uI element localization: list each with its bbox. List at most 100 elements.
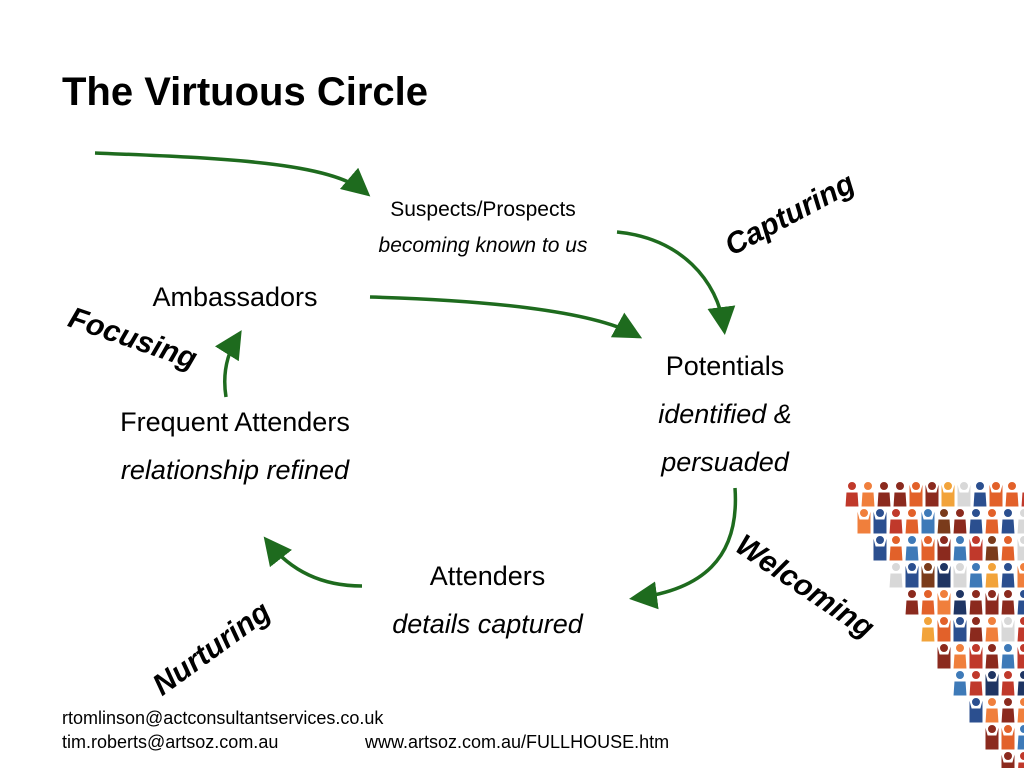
crowd-figure — [892, 481, 908, 508]
crowd-figure — [1016, 589, 1024, 616]
crowd-figure — [968, 696, 984, 724]
crowd-figure — [1016, 561, 1024, 589]
crowd-figure — [972, 481, 988, 508]
crowd-figure — [1016, 724, 1024, 751]
arrow-ambassadors-to-potentials — [369, 295, 643, 339]
crowd-figure — [984, 616, 1000, 643]
crowd-figure — [1016, 534, 1024, 562]
crowd-figure — [936, 588, 952, 616]
crowd-figure — [1000, 508, 1016, 535]
crowd-figure — [908, 480, 924, 508]
arrow-capturing — [616, 230, 736, 335]
crowd-figure — [952, 643, 968, 670]
crowd-figure — [1017, 751, 1024, 768]
crowd-figure — [904, 589, 920, 616]
footer-email-1: rtomlinson@actconsultantservices.co.uk — [62, 708, 384, 728]
crowd-figure — [940, 480, 956, 508]
crowd-figure — [1000, 535, 1016, 562]
crowd-figure — [968, 589, 984, 616]
crowd-figure — [920, 561, 936, 589]
node-suspects-label: Suspects/Prospects — [390, 198, 576, 221]
crowd-figure — [952, 561, 968, 589]
crowd-figure — [936, 534, 952, 562]
node-frequent-attenders: Frequent Attenders relationship refined — [80, 398, 390, 494]
crowd-figure — [936, 561, 952, 589]
node-attenders: Attenders details captured — [355, 552, 620, 648]
crowd-figure — [952, 508, 968, 535]
crowd-figure — [1016, 642, 1024, 670]
crowd-figure — [1000, 697, 1016, 724]
node-potentials-label: Potentials — [665, 351, 785, 381]
node-potentials: Potentials identified & persuaded — [620, 342, 830, 486]
crowd-figure — [904, 508, 920, 535]
crowd-figure — [1016, 697, 1024, 724]
node-attenders-detail: details captured — [392, 609, 583, 639]
crowd-figure — [936, 615, 952, 643]
node-ambassadors: Ambassadors — [152, 282, 318, 312]
arrow-nurturing — [263, 536, 363, 588]
crowd-figure — [844, 481, 860, 508]
crowd-figure — [984, 588, 1000, 616]
crowd-figure — [920, 507, 936, 535]
crowd-figure — [1004, 481, 1020, 508]
crowd-figure — [904, 535, 920, 562]
crowd-figure — [968, 670, 984, 697]
crowd-figure — [968, 562, 984, 589]
crowd-figure — [888, 535, 904, 562]
crowd-figure — [920, 534, 936, 562]
crowd-figure — [1016, 670, 1024, 697]
crowd-figure — [1000, 562, 1016, 589]
crowd-figure — [936, 508, 952, 535]
node-frequent-detail: relationship refined — [120, 455, 350, 485]
node-suspects-detail: becoming known to us — [378, 234, 588, 257]
crowd-figure — [904, 561, 920, 589]
node-attenders-label: Attenders — [429, 561, 546, 591]
crowd-figure — [968, 616, 984, 643]
crowd-figure — [984, 669, 1000, 697]
node-potentials-detail-2: persuaded — [661, 447, 789, 477]
node-suspects: Suspects/Prospects becoming known to us — [352, 198, 614, 258]
node-potentials-detail-1: identified & — [658, 399, 792, 429]
arrow-entry — [94, 151, 371, 197]
crowd-figure — [1000, 670, 1016, 697]
crowd-figure — [984, 535, 1000, 562]
crowd-figure — [952, 615, 968, 643]
crowd-figure — [1000, 723, 1016, 751]
crowd-figure — [872, 507, 888, 535]
crowd-figure — [968, 534, 984, 562]
crowd-figure — [872, 534, 888, 562]
node-frequent-label: Frequent Attenders — [120, 407, 350, 437]
crowd-figure — [924, 480, 940, 508]
arrow-focusing — [215, 330, 242, 398]
crowd-figure — [968, 642, 984, 670]
crowd-figure — [1016, 616, 1024, 643]
footer-url: www.artsoz.com.au/FULLHOUSE.htm — [365, 732, 670, 752]
crowd-figure — [984, 562, 1000, 589]
crowd-figure — [1016, 508, 1024, 535]
crowd-figure — [984, 697, 1000, 724]
crowd-figure — [1000, 750, 1016, 768]
crowd-figure — [952, 589, 968, 616]
crowd-illustration — [844, 480, 1024, 768]
crowd-figure — [1000, 589, 1016, 616]
crowd-figure — [888, 508, 904, 535]
crowd-figure — [876, 481, 892, 508]
crowd-figure — [856, 507, 872, 535]
crowd-figure — [984, 723, 1000, 751]
crowd-figure — [952, 535, 968, 562]
crowd-figure — [936, 642, 952, 670]
crowd-figure — [968, 508, 984, 535]
crowd-figure — [888, 562, 904, 589]
crowd-figure — [984, 508, 1000, 535]
crowd-figure — [1000, 615, 1016, 643]
crowd-figure — [952, 670, 968, 697]
crowd-figure — [984, 643, 1000, 670]
crowd-figure — [956, 480, 972, 508]
arrow-welcoming — [629, 487, 738, 610]
crowd-figure — [920, 616, 936, 643]
crowd-figure — [988, 480, 1004, 508]
crowd-figure — [1000, 643, 1016, 670]
crowd-figure — [920, 589, 936, 616]
page-title: The Virtuous Circle — [62, 70, 429, 114]
